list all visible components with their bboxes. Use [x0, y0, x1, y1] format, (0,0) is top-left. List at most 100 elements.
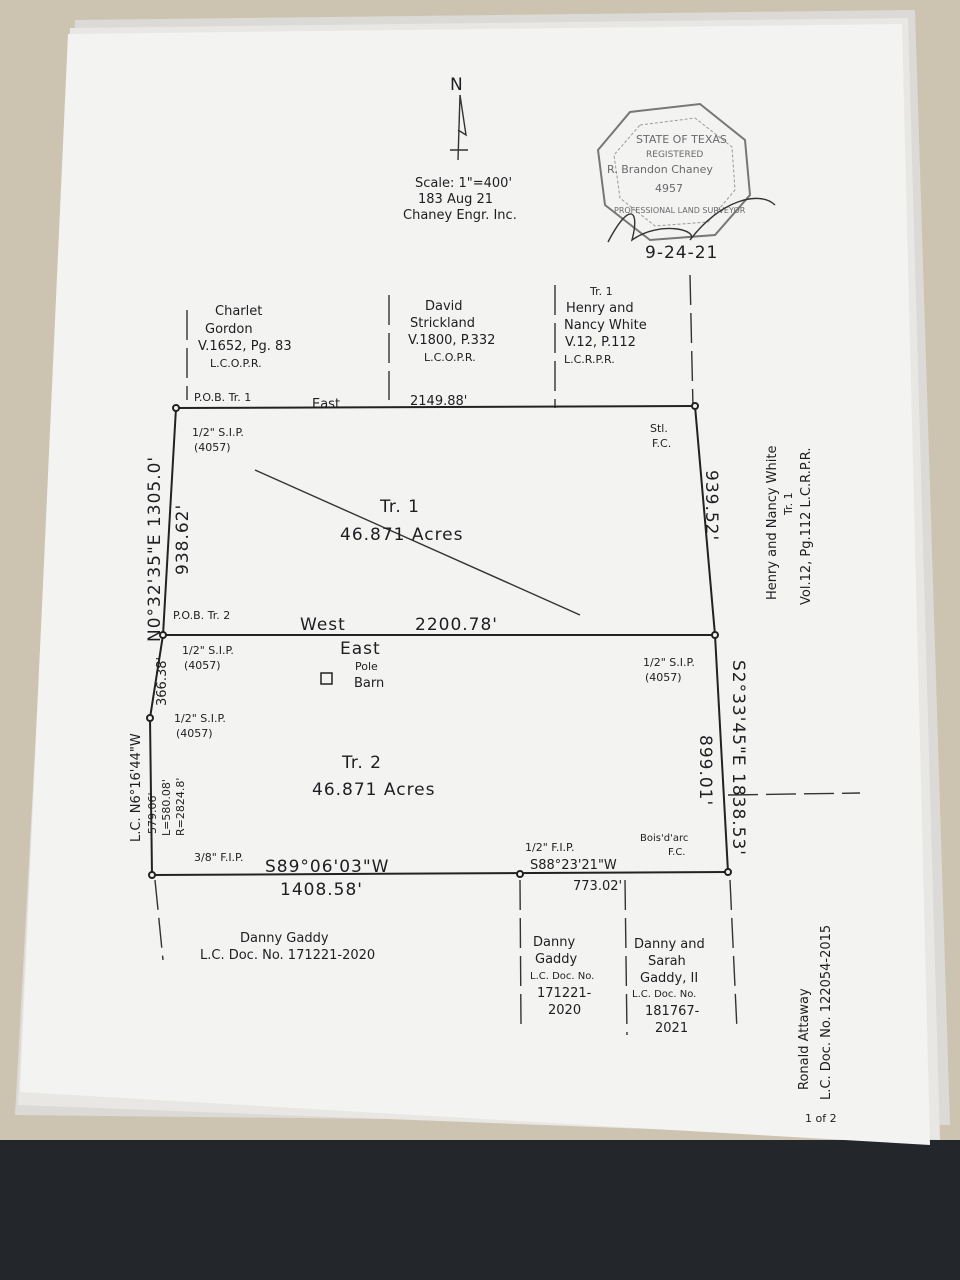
svg-text:Strickland: Strickland: [410, 316, 475, 331]
tract1-diagonal: [254, 469, 581, 616]
pole-barn-label-1: Pole: [355, 660, 378, 673]
tract-boundary: [148, 405, 729, 876]
svg-text:Danny Gaddy: Danny Gaddy: [240, 931, 329, 946]
east-lower-distance: 899.01': [695, 735, 715, 806]
adjoiner-east: Henry and Nancy White Tr. 1 Vol.12, Pg.1…: [765, 446, 814, 605]
svg-text:PROFESSIONAL LAND SURVEYOR: PROFESSIONAL LAND SURVEYOR: [614, 206, 746, 215]
east-upper-distance: 939.52': [701, 470, 721, 541]
seal-date: 9-24-21: [645, 243, 718, 263]
adjoiner-south-2: Danny Gaddy L.C. Doc. No. 171221- 2020: [530, 935, 594, 1018]
middle-distance: 2200.78': [415, 615, 498, 635]
svg-text:Gaddy: Gaddy: [535, 952, 578, 967]
south-east-distance: 773.02': [573, 879, 622, 894]
east-tag: (4057): [645, 671, 682, 684]
north-distance: 2149.88': [410, 394, 467, 409]
svg-text:2020: 2020: [548, 1003, 581, 1018]
page-mark: 1 of 2: [805, 1112, 837, 1125]
svg-text:Vol.12, Pg.112 L.C.R.P.R.: Vol.12, Pg.112 L.C.R.P.R.: [799, 448, 814, 606]
south-east-bearing: S88°23'21"W: [530, 858, 617, 873]
adjoiner-north-2: David Strickland V.1800, P.332 L.C.O.P.R…: [408, 299, 495, 364]
svg-text:L.C.O.P.R.: L.C.O.P.R.: [210, 357, 262, 370]
north-arrow-icon: [450, 94, 468, 161]
west-upper-distance: 938.62': [173, 504, 193, 575]
svg-text:REGISTERED: REGISTERED: [646, 150, 703, 160]
svg-text:L.C. Doc. No. 171221-2020: L.C. Doc. No. 171221-2020: [200, 948, 375, 963]
west-bearing: N0°32'35"E 1305.0': [145, 456, 165, 642]
svg-text:V.1800, P.332: V.1800, P.332: [408, 333, 495, 348]
dark-foreground: [0, 1140, 960, 1280]
surveyor-seal: STATE OF TEXAS REGISTERED R. Brandon Cha…: [596, 102, 752, 242]
pob-tract1: P.O.B. Tr. 1: [194, 391, 251, 404]
svg-text:181767-: 181767-: [645, 1004, 700, 1019]
south-west-bearing: S89°06'03"W: [265, 857, 390, 877]
svg-text:Danny and: Danny and: [634, 937, 705, 952]
se-corner-1: Bois'd'arc: [640, 833, 688, 844]
pob1-tag: (4057): [194, 441, 231, 454]
corner-monuments: [146, 402, 732, 879]
svg-text:L.C.R.P.R.: L.C.R.P.R.: [564, 353, 615, 366]
scale-label: Scale: 1"=400': [415, 176, 512, 191]
company-name: Chaney Engr. Inc.: [403, 208, 517, 223]
adjoiner-southeast: Ronald Attaway L.C. Doc. No. 122054-2015: [797, 925, 834, 1100]
svg-text:V.1652, Pg. 83: V.1652, Pg. 83: [198, 339, 292, 354]
pob2-tag: (4057): [184, 659, 221, 672]
svg-text:L.C. Doc. No.: L.C. Doc. No.: [632, 989, 696, 1000]
svg-text:R. Brandon Chaney: R. Brandon Chaney: [607, 163, 713, 176]
pob2-pin: 1/2" S.I.P.: [182, 644, 234, 657]
svg-text:Charlet: Charlet: [215, 304, 262, 319]
south-west-distance: 1408.58': [280, 880, 363, 900]
svg-text:STATE OF TEXAS: STATE OF TEXAS: [636, 133, 727, 146]
svg-text:4957: 4957: [655, 182, 683, 195]
svg-text:L.C. Doc. No.: L.C. Doc. No.: [530, 971, 594, 982]
adjoiner-north-1: Charlet Gordon V.1652, Pg. 83 L.C.O.P.R.: [198, 304, 292, 370]
south-pin: 1/2" F.I.P.: [525, 841, 574, 854]
svg-text:David: David: [425, 299, 463, 314]
svg-text:L.C. Doc. No. 122054-2015: L.C. Doc. No. 122054-2015: [819, 925, 834, 1100]
svg-text:Gordon: Gordon: [205, 322, 253, 337]
svg-text:Ronald Attaway: Ronald Attaway: [797, 988, 812, 1090]
svg-text:Sarah: Sarah: [648, 954, 686, 969]
svg-text:171221-: 171221-: [537, 986, 592, 1001]
north-bearing: East: [312, 397, 340, 412]
tract1-label: Tr. 1: [379, 497, 420, 517]
job-number: 183 Aug 21: [418, 192, 493, 207]
curve-tag: (4057): [176, 727, 213, 740]
tract2-area: 46.871 Acres: [312, 780, 436, 800]
middle-east-bearing: East: [340, 639, 381, 659]
paper-sheet: [20, 24, 930, 1145]
curve-chord: L.C. N6°16'44"W: [129, 733, 144, 842]
pole-barn-label-2: Barn: [354, 676, 384, 691]
se-corner-2: F.C.: [668, 847, 686, 858]
east-pin: 1/2" S.I.P.: [643, 656, 695, 669]
svg-text:Henry and: Henry and: [566, 301, 634, 316]
adjoiner-lines: [154, 274, 861, 1036]
svg-text:2021: 2021: [655, 1021, 688, 1036]
adjoiner-south-3: Danny and Sarah Gaddy, II L.C. Doc. No. …: [632, 937, 705, 1036]
adjoiner-north-3: Tr. 1 Henry and Nancy White V.12, P.112 …: [564, 285, 647, 366]
svg-text:Danny: Danny: [533, 935, 575, 950]
pob-tract2: P.O.B. Tr. 2: [173, 609, 230, 622]
tract1-area: 46.871 Acres: [340, 525, 464, 545]
svg-text:Tr. 1: Tr. 1: [782, 492, 795, 516]
svg-text:Tr. 1: Tr. 1: [589, 285, 613, 298]
pole-barn-icon: [320, 672, 333, 685]
middle-west-bearing: West: [300, 615, 346, 635]
east-bearing: S2°33'45"E 1838.53': [728, 660, 748, 856]
sw-pin: 3/8" F.I.P.: [194, 851, 243, 864]
curve-chord-length: 579.06': [146, 792, 159, 834]
adjoiner-south-1: Danny Gaddy L.C. Doc. No. 171221-2020: [200, 931, 375, 963]
ne-corner-1: Stl.: [650, 422, 668, 435]
curve-pin: 1/2" S.I.P.: [174, 712, 226, 725]
svg-text:Gaddy, II: Gaddy, II: [640, 971, 698, 986]
north-label: N: [450, 75, 464, 95]
svg-text:L.C.O.P.R.: L.C.O.P.R.: [424, 351, 476, 364]
ne-corner-2: F.C.: [652, 437, 671, 450]
curve-radius: R=2824.8': [174, 778, 187, 836]
svg-text:V.12, P.112: V.12, P.112: [565, 335, 636, 350]
tract2-label: Tr. 2: [341, 753, 382, 773]
west-lower-distance: 366.38': [155, 657, 170, 706]
surveyor-signature: [607, 197, 776, 243]
svg-text:Henry and Nancy White: Henry and Nancy White: [765, 446, 780, 600]
curve-length: L=580.08': [160, 779, 173, 836]
